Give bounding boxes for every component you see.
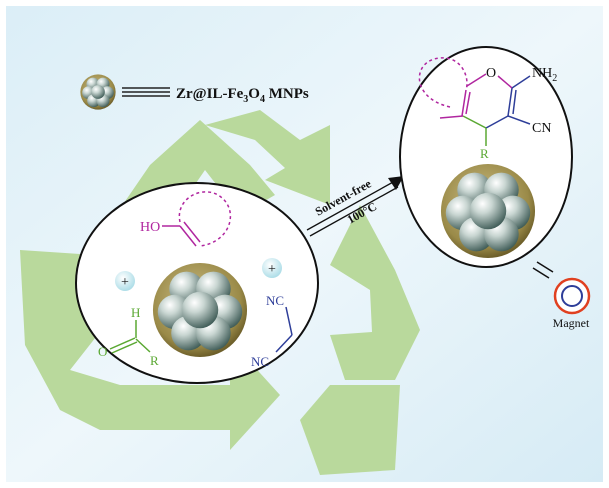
magnet-icon — [553, 277, 591, 315]
product-ring-o: O — [486, 66, 496, 81]
product-r: R — [480, 146, 489, 161]
plus-left: + — [115, 271, 135, 291]
enol-ho-label: HO — [140, 220, 160, 235]
svg-text:O: O — [98, 344, 107, 359]
enol-fragment: HO — [140, 191, 232, 247]
plus-right: + — [262, 258, 282, 278]
mnp-product — [440, 163, 536, 259]
catalyst-label: Zr@IL-Fe3O4 MNPs — [176, 86, 309, 105]
product-nh2: NH2 — [532, 66, 557, 84]
svg-text:+: + — [121, 275, 129, 290]
attraction-lines — [532, 261, 554, 279]
magnet-label: Magnet — [553, 316, 590, 330]
product-structure: O NH2 CN R — [418, 57, 557, 161]
svg-text:H: H — [131, 305, 140, 320]
catalyst-legend: Zr@IL-Fe3O4 MNPs — [80, 74, 309, 110]
product-cn: CN — [532, 121, 551, 136]
malononitrile-fragment: NC NC — [251, 293, 293, 369]
mnp-legend-icon — [80, 74, 116, 110]
svg-text:R: R — [150, 353, 159, 368]
mnp-center — [152, 262, 248, 358]
aldehyde-fragment: H O R — [98, 305, 159, 368]
svg-text:NC: NC — [251, 354, 269, 369]
svg-text:+: + — [268, 262, 276, 277]
svg-text:NC: NC — [266, 293, 284, 308]
